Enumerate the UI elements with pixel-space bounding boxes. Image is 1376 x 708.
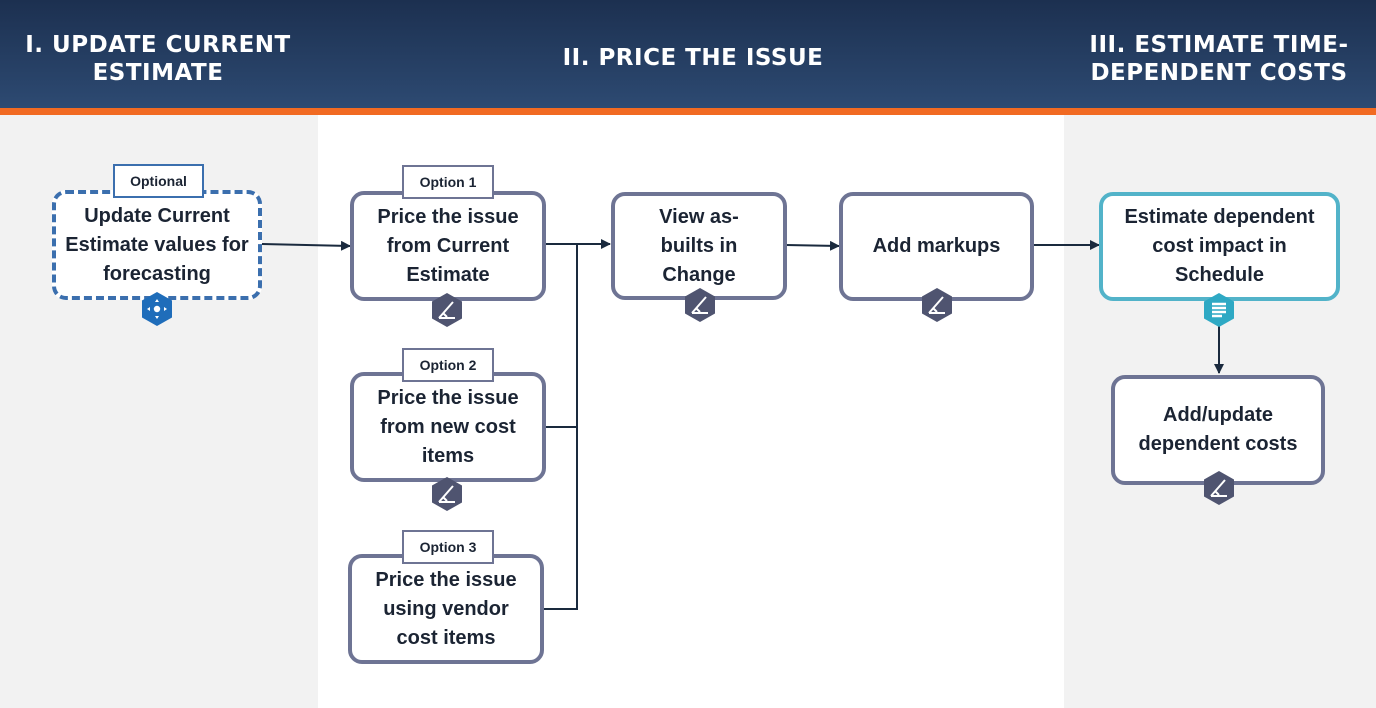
price-using-vendor-cost-items-box[interactable]: Price the issue using vendor cost items <box>348 554 544 664</box>
arrow-optional-to-option1 <box>261 240 351 251</box>
estimate-tool-icon <box>1204 471 1234 505</box>
price-from-current-estimate-label: Price the issue from Current Estimate <box>377 205 519 286</box>
view-as-builts-label: View as-builts in Change <box>659 205 739 286</box>
phase-1-title: I. UPDATE CURRENT ESTIMATE <box>25 32 291 86</box>
option-2-tag: Option 2 <box>402 348 494 382</box>
line-option3-merge <box>541 427 578 610</box>
update-current-estimate-label: Update Current Estimate values for forec… <box>65 204 249 285</box>
price-from-current-estimate-box[interactable]: Price the issue from Current Estimate <box>350 191 546 301</box>
add-update-dependent-costs-box[interactable]: Add/update dependent costs <box>1111 375 1325 485</box>
estimate-tool-icon <box>432 293 462 327</box>
update-current-estimate-box[interactable]: Update Current Estimate values for forec… <box>52 190 262 300</box>
line-option2-merge <box>544 244 578 428</box>
option-1-tag: Option 1 <box>402 165 494 199</box>
estimate-tool-icon <box>922 288 952 322</box>
phase-3-title: III. ESTIMATE TIME-DEPENDENT COSTS <box>1089 32 1349 86</box>
option-3-tag: Option 3 <box>402 530 494 564</box>
estimate-dependent-cost-label: Estimate dependent cost impact in Schedu… <box>1124 206 1315 286</box>
add-update-dependent-costs-label: Add/update dependent costs <box>1138 404 1298 455</box>
optional-tag: Optional <box>113 164 204 198</box>
price-from-new-cost-items-label: Price the issue from new cost items <box>377 386 519 467</box>
estimate-dependent-cost-box[interactable]: Estimate dependent cost impact in Schedu… <box>1099 192 1340 301</box>
estimate-tool-icon <box>685 288 715 322</box>
schedule-icon <box>1204 293 1234 327</box>
price-using-vendor-cost-items-label: Price the issue using vendor cost items <box>375 568 517 649</box>
arrow-asbuilts-to-markups <box>785 240 840 251</box>
view-as-builts-box[interactable]: View as-builts in Change <box>611 192 787 300</box>
add-markups-box[interactable]: Add markups <box>839 192 1034 301</box>
estimate-settings-icon <box>142 292 172 326</box>
header-accent-line <box>0 108 1376 115</box>
phase-2-title: II. PRICE THE ISSUE <box>562 45 824 71</box>
header-banner <box>0 0 1376 108</box>
price-from-new-cost-items-box[interactable]: Price the issue from new cost items <box>350 372 546 482</box>
add-markups-label: Add markups <box>872 235 1001 257</box>
estimate-tool-icon <box>432 477 462 511</box>
